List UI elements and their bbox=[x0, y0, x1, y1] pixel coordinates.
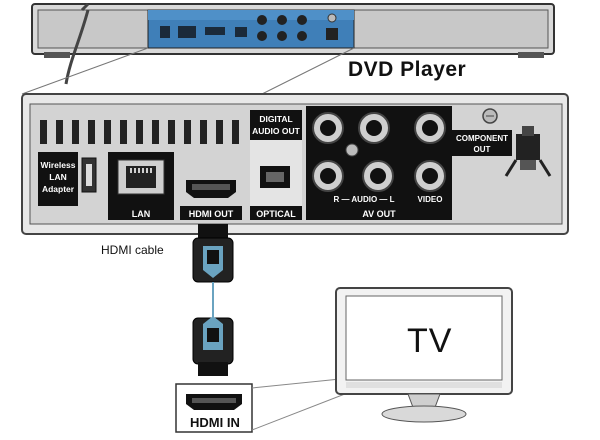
hdmi-out-port: HDMI OUT bbox=[180, 152, 242, 220]
wireless-label-2: LAN bbox=[49, 172, 66, 182]
av-out-panel: R — AUDIO — L VIDEO AV OUT bbox=[306, 106, 452, 220]
lan-port: LAN bbox=[108, 152, 174, 220]
lan-label: LAN bbox=[132, 209, 151, 219]
callout-lines bbox=[21, 47, 355, 95]
hdmi-out-label: HDMI OUT bbox=[189, 209, 234, 219]
hdmi-cable-label: HDMI cable bbox=[101, 243, 164, 257]
tv-callout-lines bbox=[251, 377, 351, 431]
component-label-1: COMPONENT bbox=[456, 134, 508, 143]
tv-label: TV bbox=[407, 322, 453, 360]
dvd-player-label: DVD Player bbox=[348, 58, 467, 81]
optical-port: DIGITAL AUDIO OUT OPTICAL bbox=[250, 110, 302, 220]
dvd-player-body bbox=[31, 2, 555, 85]
component-label-2: OUT bbox=[474, 145, 491, 154]
av-out-label: AV OUT bbox=[362, 209, 396, 219]
optical-label: OPTICAL bbox=[256, 209, 296, 219]
tv-set bbox=[335, 287, 513, 423]
hdmi-cable bbox=[192, 224, 234, 376]
hdmi-in-label: HDMI IN bbox=[190, 415, 240, 430]
digital-audio-label-2: AUDIO OUT bbox=[252, 126, 301, 136]
hdmi-in-port bbox=[175, 383, 253, 433]
wireless-lan-port: Wireless LAN Adapter bbox=[38, 152, 97, 206]
digital-audio-label-1: DIGITAL bbox=[259, 114, 292, 124]
component-out-area: COMPONENT OUT bbox=[452, 108, 552, 177]
wireless-label-1: Wireless bbox=[41, 160, 76, 170]
wireless-label-3: Adapter bbox=[42, 184, 75, 194]
audio-label: R — AUDIO — L bbox=[333, 195, 394, 204]
video-label: VIDEO bbox=[418, 195, 443, 204]
